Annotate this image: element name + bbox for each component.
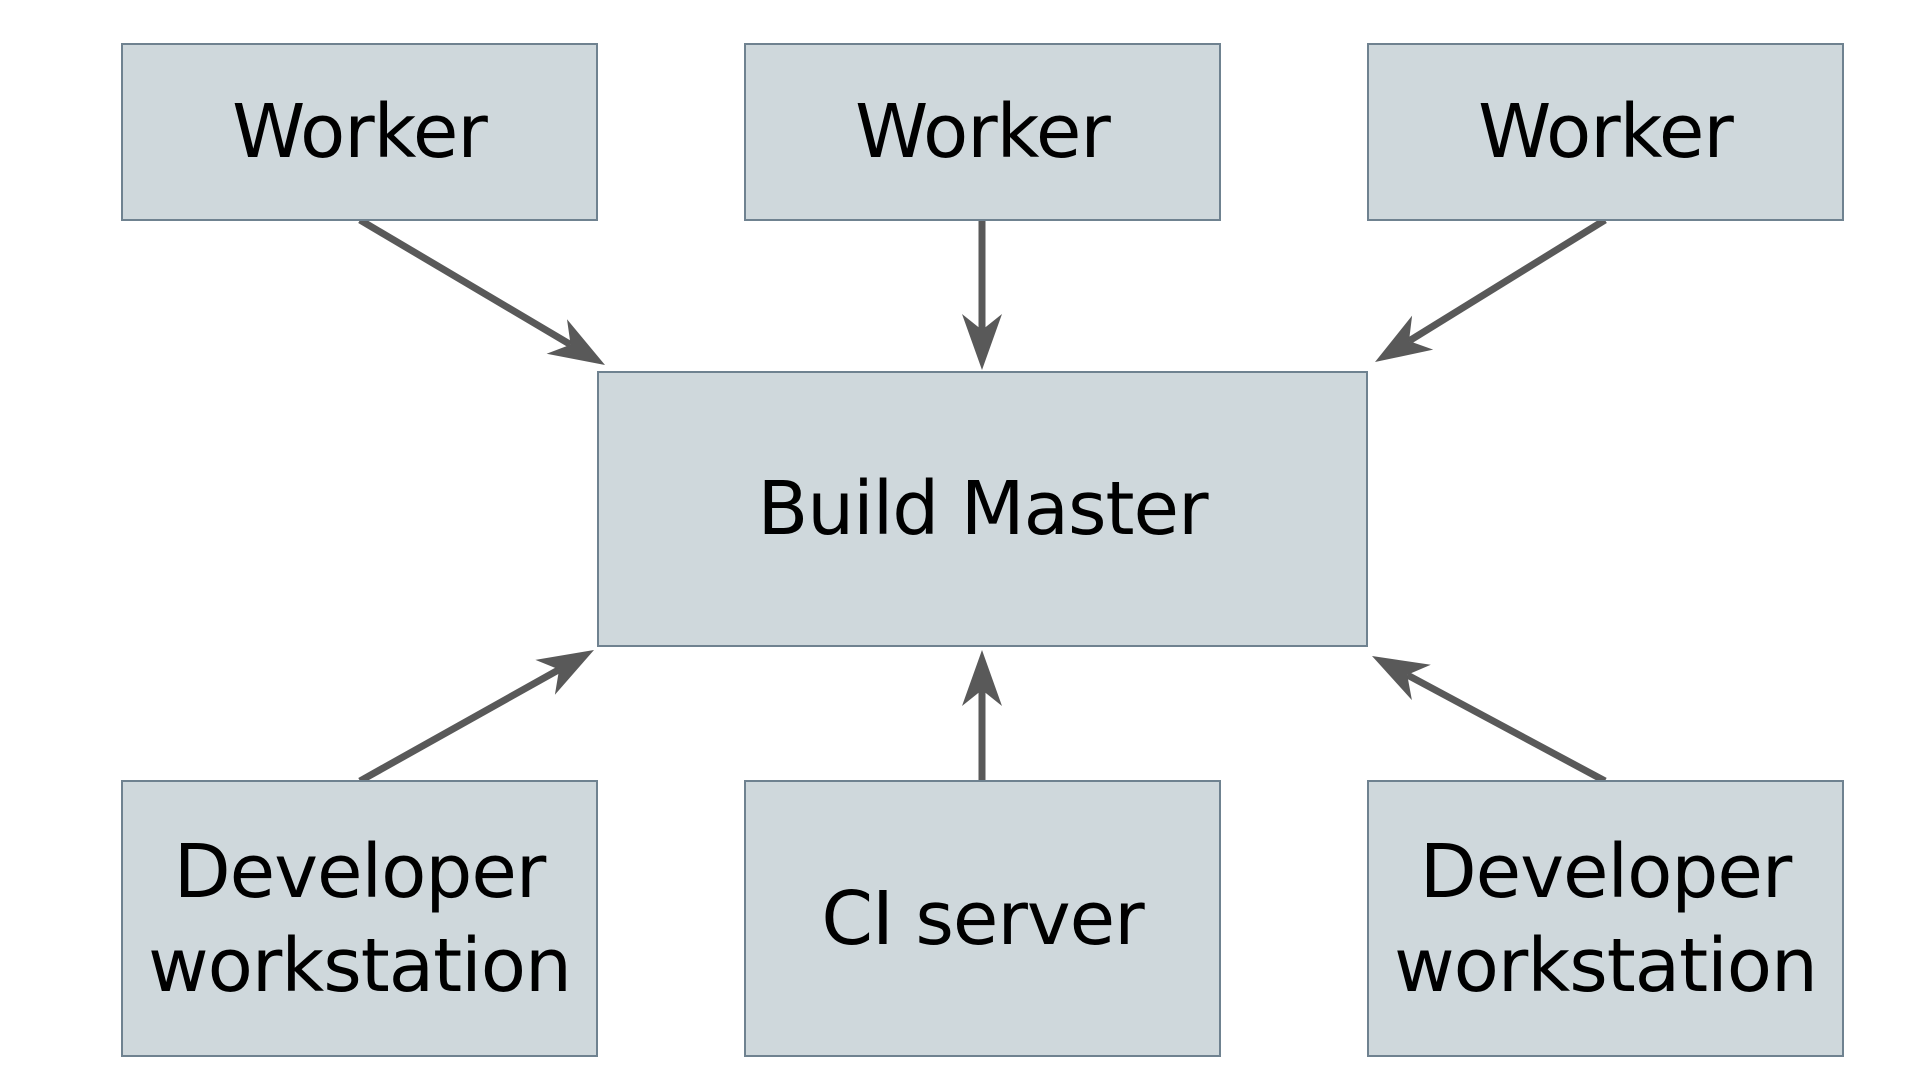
build-master-label: Build Master bbox=[757, 466, 1209, 552]
arrow-head bbox=[1375, 315, 1434, 362]
arrow-worker-to-master bbox=[1375, 217, 1607, 362]
worker-node: Worker bbox=[744, 43, 1221, 221]
worker-node-label: Worker bbox=[232, 89, 488, 175]
developer-workstation-node: Developer workstation bbox=[121, 780, 598, 1057]
arrow-head bbox=[962, 650, 1002, 706]
worker-node: Worker bbox=[1367, 43, 1844, 221]
ci-server-node: CI server bbox=[744, 780, 1221, 1057]
ci-server-label: CI server bbox=[821, 875, 1144, 962]
developer-workstation-label-line-1: Developer bbox=[173, 828, 547, 915]
arrow-developer-to-master bbox=[1372, 656, 1607, 785]
developer-workstation-label-line-1: Developer bbox=[1419, 828, 1793, 915]
worker-node-label: Worker bbox=[1478, 89, 1734, 175]
arrow-head bbox=[1372, 656, 1431, 701]
arrow-shaft bbox=[1405, 671, 1607, 785]
arrow-shaft bbox=[1407, 217, 1607, 344]
arrow-worker-to-master bbox=[358, 216, 605, 365]
arrow-head bbox=[546, 319, 605, 365]
developer-workstation-node: Developer workstation bbox=[1367, 780, 1844, 1057]
arrow-developer-to-master bbox=[358, 650, 594, 785]
arrow-head bbox=[535, 650, 594, 695]
arrow-shaft bbox=[358, 216, 573, 348]
build-master-node: Build Master bbox=[597, 371, 1368, 647]
arrow-shaft bbox=[358, 666, 561, 785]
arrow-head bbox=[962, 314, 1002, 370]
arrow-ci-server-to-master bbox=[962, 650, 1002, 781]
developer-workstation-label-line-2: workstation bbox=[1394, 922, 1818, 1009]
worker-node-label: Worker bbox=[855, 89, 1111, 175]
worker-node: Worker bbox=[121, 43, 598, 221]
developer-workstation-label-line-2: workstation bbox=[148, 922, 572, 1009]
arrow-worker-to-master bbox=[962, 220, 1002, 370]
